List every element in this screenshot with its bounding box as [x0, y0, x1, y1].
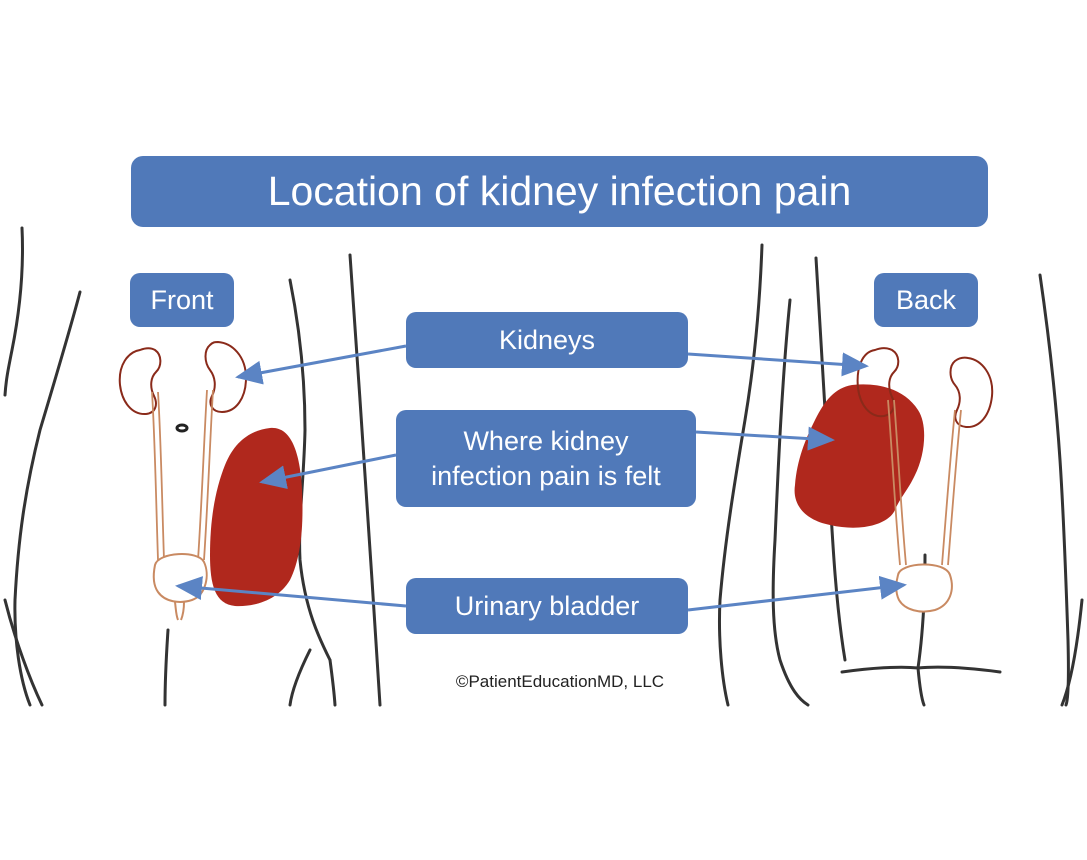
- back-ureters: [887, 399, 962, 566]
- front-body-outline: [3, 226, 382, 707]
- back-view-label: Back: [874, 273, 978, 327]
- front-pain-area: [210, 427, 303, 607]
- front-view-label: Front: [130, 273, 234, 327]
- pain-label-line2: infection pain is felt: [431, 460, 661, 491]
- arrow-kidneys-back: [687, 352, 869, 377]
- navel: [175, 423, 189, 433]
- kidneys-label: Kidneys: [406, 312, 688, 368]
- arrow-pain-front: [259, 453, 397, 490]
- pain-label-line1: Where kidney: [463, 425, 629, 456]
- pointer-arrows: [175, 344, 907, 612]
- back-kidneys: [856, 347, 994, 429]
- front-ureters: [151, 389, 214, 561]
- arrow-kidneys-front: [235, 344, 407, 385]
- front-kidneys: [118, 340, 248, 416]
- arrow-bladder-front: [175, 576, 407, 608]
- arrow-bladder-back: [687, 575, 907, 612]
- copyright-credit: ©PatientEducationMD, LLC: [455, 672, 665, 691]
- bladder-label: Urinary bladder: [406, 578, 688, 634]
- back-bladder: [895, 563, 953, 613]
- page-title: Location of kidney infection pain: [131, 156, 988, 227]
- arrow-pain-back: [695, 426, 835, 451]
- back-pain-area: [794, 384, 925, 528]
- pain-location-label: Where kidney infection pain is felt: [396, 410, 696, 507]
